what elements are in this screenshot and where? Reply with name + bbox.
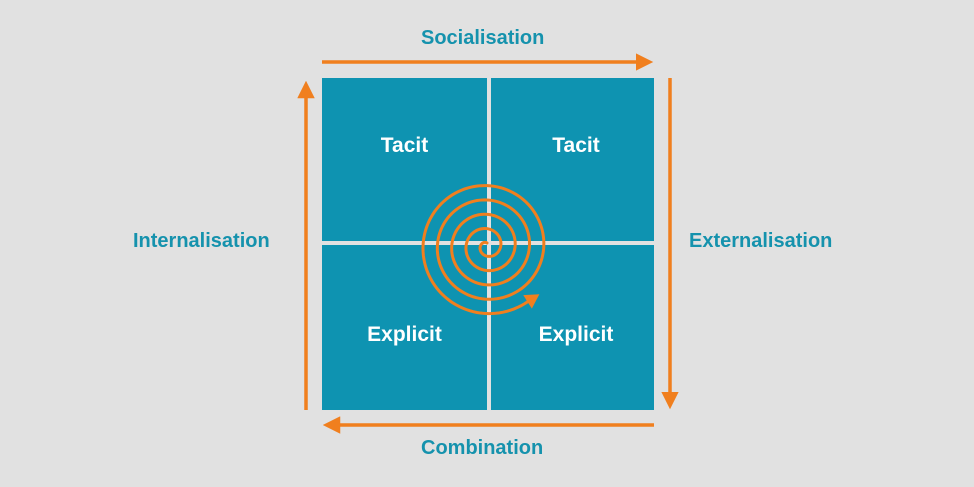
quadrant-top-left: Tacit (322, 78, 487, 241)
quadrant-label: Explicit (538, 323, 614, 346)
quadrant-bottom-right: Explicit (491, 245, 654, 410)
label-internalisation: Internalisation (133, 230, 270, 252)
knowledge-spiral (421, 184, 546, 316)
quadrant-label: Explicit (367, 323, 442, 346)
label-socialisation: Socialisation (421, 27, 545, 49)
label-combination: Combination (421, 437, 544, 459)
label-externalisation: Externalisation (689, 230, 833, 252)
quadrant-label: Tacit (380, 134, 429, 157)
quadrant-label: Tacit (552, 134, 600, 157)
spiral-arrowhead (523, 294, 540, 309)
